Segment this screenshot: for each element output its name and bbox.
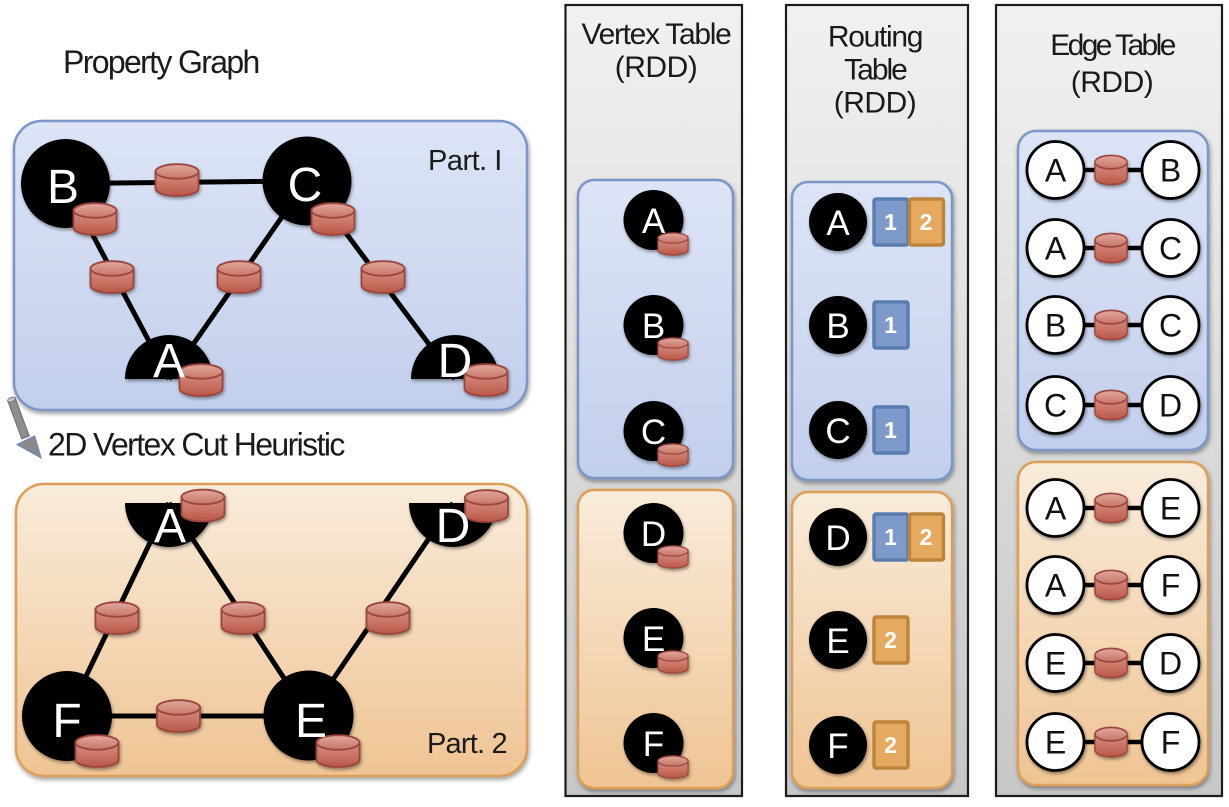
svg-text:2: 2 (884, 627, 897, 653)
svg-text:E: E (1045, 646, 1066, 682)
svg-text:C: C (1159, 308, 1182, 344)
svg-text:E: E (295, 695, 327, 748)
svg-text:F: F (827, 727, 848, 766)
svg-text:C: C (641, 413, 666, 452)
svg-text:2: 2 (920, 209, 933, 235)
svg-text:1: 1 (884, 524, 897, 550)
svg-text:Table: Table (844, 54, 907, 87)
svg-text:B: B (1160, 153, 1181, 189)
svg-text:D: D (1159, 646, 1182, 682)
svg-text:E: E (642, 620, 665, 659)
svg-text:D: D (825, 519, 850, 558)
svg-text:1: 1 (884, 312, 897, 338)
svg-text:1: 1 (884, 209, 897, 235)
svg-text:C: C (1044, 388, 1067, 424)
svg-text:E: E (1160, 491, 1181, 527)
svg-text:C: C (288, 159, 323, 212)
svg-text:D: D (438, 335, 473, 388)
svg-text:E: E (1045, 725, 1066, 761)
svg-text:Edge Table: Edge Table (1050, 29, 1175, 62)
svg-text:(RDD): (RDD) (834, 87, 916, 120)
svg-text:A: A (154, 500, 186, 553)
svg-text:2D Vertex Cut Heuristic: 2D Vertex Cut Heuristic (48, 427, 345, 463)
svg-text:A: A (1045, 231, 1067, 267)
svg-text:(RDD): (RDD) (1071, 66, 1153, 99)
svg-text:(RDD): (RDD) (615, 51, 697, 84)
svg-text:F: F (1161, 725, 1181, 761)
svg-text:Part. I: Part. I (428, 145, 502, 177)
svg-text:B: B (47, 161, 79, 214)
svg-text:1: 1 (884, 417, 897, 443)
svg-text:C: C (825, 412, 850, 451)
svg-text:B: B (1045, 308, 1066, 344)
svg-text:A: A (642, 202, 666, 241)
svg-text:B: B (642, 307, 665, 346)
svg-text:2: 2 (884, 732, 897, 758)
svg-text:F: F (643, 725, 664, 764)
svg-text:A: A (1045, 153, 1067, 189)
svg-text:D: D (641, 515, 666, 554)
svg-text:A: A (1045, 568, 1067, 604)
svg-text:B: B (826, 307, 849, 346)
svg-text:F: F (1161, 568, 1181, 604)
svg-text:2: 2 (920, 524, 933, 550)
svg-text:D: D (1159, 388, 1182, 424)
svg-text:E: E (826, 622, 849, 661)
svg-text:Part. 2: Part. 2 (427, 728, 507, 760)
svg-text:A: A (1045, 491, 1067, 527)
svg-text:A: A (826, 204, 850, 243)
svg-text:A: A (153, 335, 185, 388)
svg-text:D: D (436, 500, 471, 553)
svg-text:Property Graph: Property Graph (63, 44, 259, 80)
svg-text:Routing: Routing (828, 21, 922, 54)
svg-text:Vertex Table: Vertex Table (582, 18, 732, 51)
svg-text:C: C (1159, 231, 1182, 267)
svg-text:F: F (52, 695, 81, 748)
